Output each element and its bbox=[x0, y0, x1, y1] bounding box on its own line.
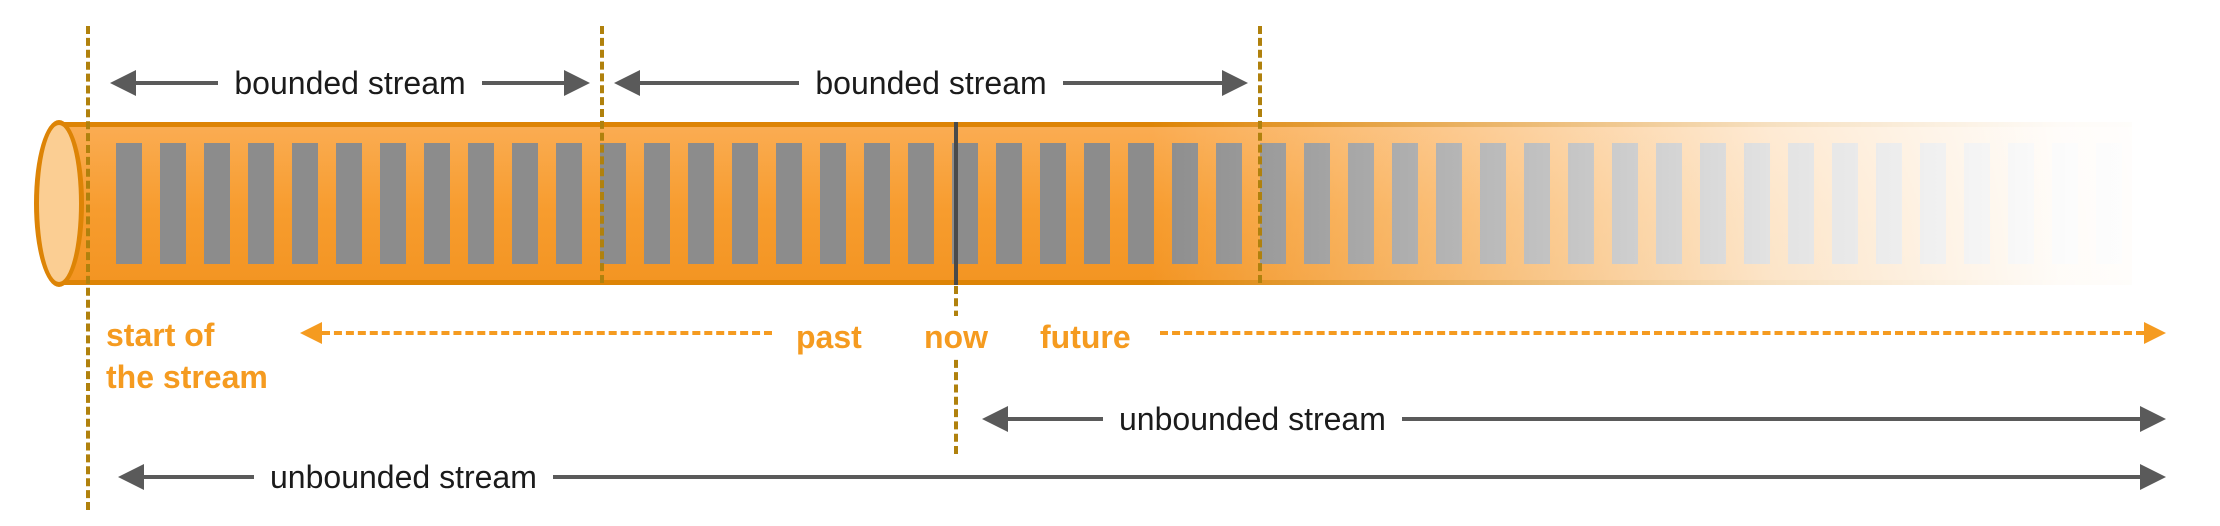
arrow-right-icon bbox=[2144, 322, 2166, 344]
guide-line-stream-start bbox=[86, 26, 90, 510]
arrow-line bbox=[1401, 417, 2140, 421]
arrow-left-icon bbox=[300, 322, 322, 344]
arrow-right-icon bbox=[1222, 70, 1249, 96]
start-of-the-stream-label: start of the stream bbox=[106, 314, 268, 398]
unbounded-stream-arrow-bottom: unbounded stream bbox=[118, 459, 2166, 495]
future-label: future bbox=[1040, 319, 1131, 355]
start-of-the-stream-line2: the stream bbox=[106, 359, 268, 396]
future-dashed-arrow bbox=[1160, 320, 2166, 346]
arrow-line bbox=[136, 81, 219, 85]
bounded-stream-label-2: bounded stream bbox=[815, 65, 1047, 101]
past-label: past bbox=[796, 319, 862, 355]
dashed-arrow-line bbox=[1160, 331, 2144, 335]
arrow-right-icon bbox=[564, 70, 591, 96]
arrow-line bbox=[552, 475, 2140, 479]
arrow-left-icon bbox=[110, 70, 136, 96]
arrow-right-icon bbox=[2140, 406, 2166, 432]
arrow-right-icon bbox=[2140, 464, 2166, 490]
arrow-left-icon bbox=[614, 70, 640, 96]
guide-line-bounded-split bbox=[600, 26, 604, 283]
start-of-the-stream-line1: start of bbox=[106, 317, 215, 353]
guide-line-now bbox=[954, 286, 958, 454]
guide-line-bounded-end bbox=[1258, 26, 1262, 283]
arrow-line bbox=[1008, 417, 1103, 421]
stream-tube-left-cap bbox=[34, 120, 84, 287]
bounded-stream-arrow-2: bounded stream bbox=[614, 65, 1249, 101]
unbounded-stream-label-right: unbounded stream bbox=[1119, 401, 1386, 437]
past-dashed-arrow bbox=[300, 320, 772, 346]
tube-fade-out bbox=[1150, 110, 2220, 300]
unbounded-stream-label-bottom: unbounded stream bbox=[270, 459, 537, 495]
arrow-line bbox=[144, 475, 254, 479]
arrow-line bbox=[1062, 81, 1223, 85]
arrow-left-icon bbox=[118, 464, 144, 490]
unbounded-stream-arrow-right: unbounded stream bbox=[982, 401, 2166, 437]
bounded-stream-arrow-1: bounded stream bbox=[110, 65, 591, 101]
arrow-line bbox=[481, 81, 565, 85]
arrow-left-icon bbox=[982, 406, 1008, 432]
now-solid-line bbox=[954, 122, 958, 285]
now-label: now bbox=[914, 316, 998, 359]
arrow-line bbox=[640, 81, 800, 85]
bounded-stream-label-1: bounded stream bbox=[234, 65, 466, 101]
dashed-arrow-line bbox=[322, 331, 772, 335]
